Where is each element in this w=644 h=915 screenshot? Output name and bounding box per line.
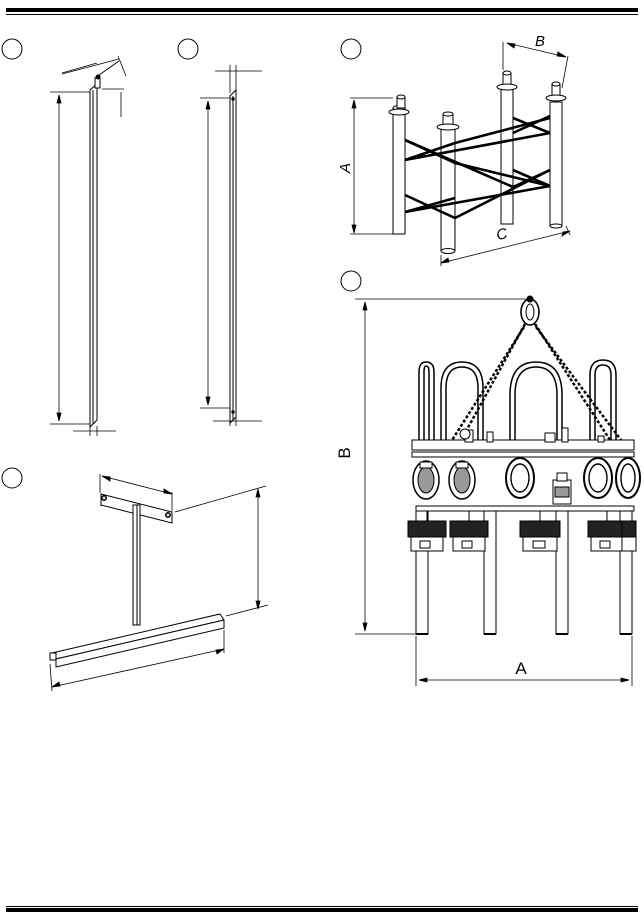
valve-2 xyxy=(449,511,489,552)
figure-5-valves xyxy=(407,511,637,552)
figure-2-dimensions xyxy=(200,65,262,426)
figure-3-dim-c-label: C xyxy=(495,225,510,244)
figure-5-dim-a-label: A xyxy=(515,659,527,678)
figure-3-leg-front-left xyxy=(388,94,410,235)
figure-3-dim-b-label: B xyxy=(535,33,545,50)
figure-3-cross-bracing xyxy=(404,114,551,220)
figure-5: B A xyxy=(335,270,641,686)
figure-4 xyxy=(1,467,269,692)
figure-5-dim-b-label: B xyxy=(335,447,354,458)
figure-4-base-rail xyxy=(49,613,225,668)
figure-5-lifting-shackle xyxy=(520,295,540,326)
figure-3: A B C xyxy=(337,33,571,266)
figure-1 xyxy=(1,38,127,436)
figure-4-dimensions xyxy=(49,474,269,692)
figure-2 xyxy=(177,38,262,426)
filter-head-1 xyxy=(412,460,440,500)
figure-3-leg-back-right xyxy=(545,81,567,229)
filter-head-4 xyxy=(552,472,572,505)
figure-2-number-circle xyxy=(177,38,199,60)
figure-4-upright xyxy=(132,504,141,626)
valve-1 xyxy=(407,511,447,552)
figure-5-chains xyxy=(445,323,628,449)
figure-4-number-circle xyxy=(1,467,23,489)
bottom-rule xyxy=(6,906,638,912)
filter-head-5 xyxy=(583,457,613,499)
figure-5-number-circle xyxy=(340,270,362,292)
figure-5-filter-heads xyxy=(412,457,641,505)
top-rule xyxy=(6,8,638,15)
figure-1-number-circle xyxy=(1,38,23,60)
valve-5 xyxy=(621,520,637,552)
filter-head-6 xyxy=(615,457,641,499)
figure-1-panel xyxy=(89,60,120,429)
filter-head-2 xyxy=(448,460,476,500)
figure-5-manifold xyxy=(411,427,635,458)
figure-3-dimensions xyxy=(350,42,571,266)
figure-1-dimensions xyxy=(50,55,127,436)
valve-4 xyxy=(587,511,627,552)
figure-5-dimensions xyxy=(355,298,633,686)
figure-3-number-circle xyxy=(340,38,362,60)
figure-2-panel xyxy=(229,88,237,425)
filter-head-3 xyxy=(505,457,535,499)
figure-3-leg-back-left xyxy=(496,70,518,225)
valve-3 xyxy=(519,511,561,552)
figure-3-leg-front-right xyxy=(436,111,460,254)
figure-5-pipe-hoops xyxy=(418,359,617,440)
figure-3-dim-a-label: A xyxy=(337,163,354,174)
